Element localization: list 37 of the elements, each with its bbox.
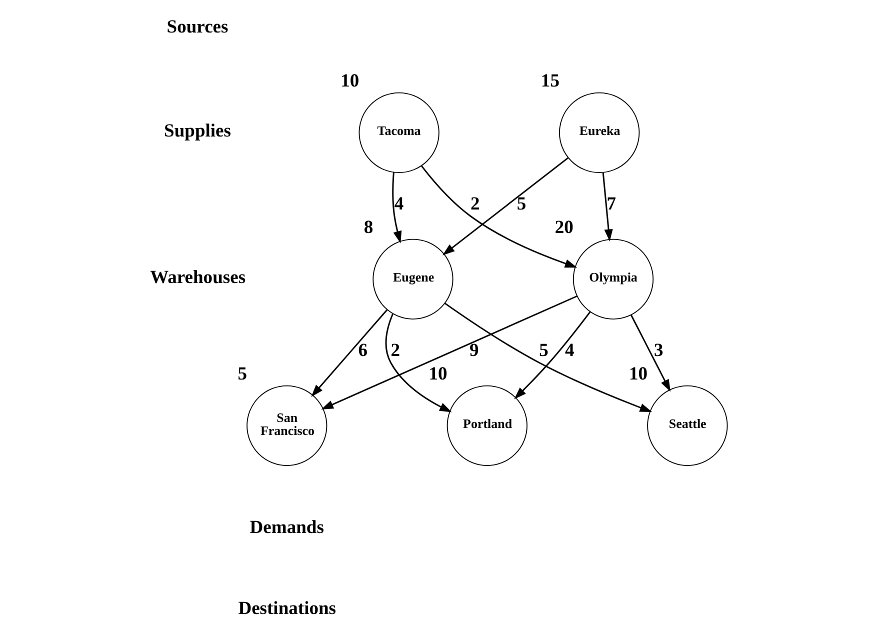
edge-label: 4 — [565, 340, 574, 362]
arrow — [392, 172, 402, 244]
label: Destinations — [238, 598, 336, 619]
node-circle: Olympia — [572, 238, 654, 320]
node-label: 10 — [340, 70, 360, 92]
edge-label: 7 — [606, 194, 616, 215]
edge-label: 2 — [470, 194, 480, 215]
arrow — [602, 172, 613, 242]
arrow — [385, 314, 452, 412]
node-label: 15 — [540, 70, 560, 92]
arrow — [311, 309, 388, 397]
arrow — [514, 311, 591, 400]
arrow — [442, 157, 569, 256]
arrow — [321, 295, 578, 410]
arrow — [421, 166, 578, 268]
node-circle: Eureka — [559, 92, 640, 173]
edge-label: 3 — [654, 340, 664, 362]
node-label: 5 — [238, 363, 248, 384]
label: Warehouses — [150, 266, 246, 288]
edge-label: 2 — [390, 340, 400, 362]
label: Sources — [166, 16, 228, 38]
edge-label: 6 — [358, 340, 368, 362]
label: Demands — [250, 517, 324, 538]
node-label: 10 — [428, 363, 448, 384]
arrow — [630, 314, 671, 392]
node-circle: Seattle — [647, 385, 728, 466]
arrow — [444, 302, 652, 412]
node-label: 8 — [364, 216, 374, 238]
node-circle: Tacoma — [358, 92, 440, 173]
node-label: 10 — [629, 363, 648, 384]
node-circle: Eugene — [372, 238, 454, 320]
edge-label: 5 — [516, 194, 526, 215]
node-label: 20 — [554, 216, 574, 238]
edge-label: 5 — [539, 340, 548, 362]
label: Supplies — [164, 120, 231, 142]
edge-label: 4 — [394, 194, 404, 215]
edge-label: 9 — [470, 340, 479, 362]
